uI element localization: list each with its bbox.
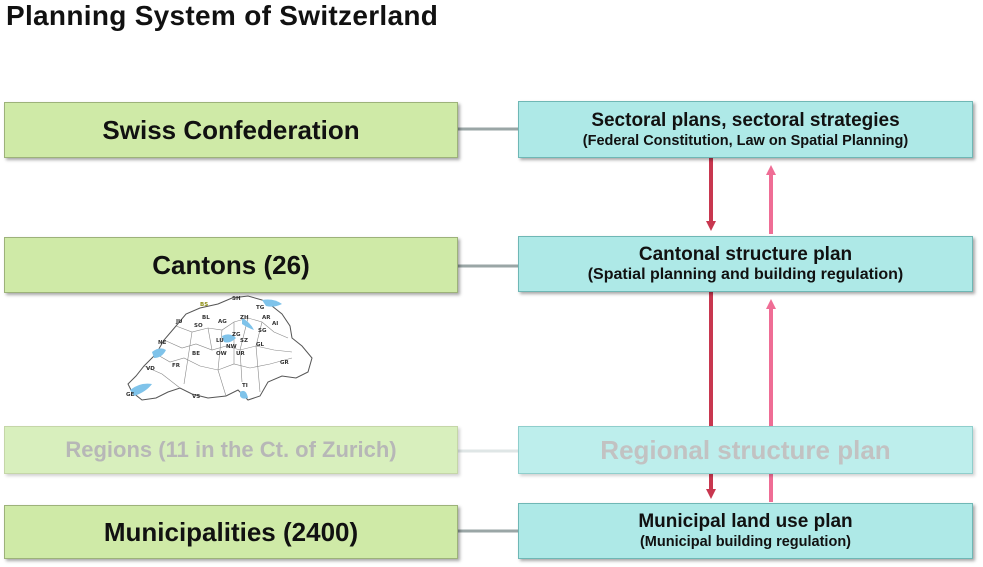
canton-label-bl: BL	[202, 315, 210, 321]
canton-label-ti: TI	[242, 383, 248, 389]
canton-label-ar: AR	[262, 315, 271, 321]
canton-label-nw: NW	[226, 344, 237, 350]
canton-label-sg: SG	[258, 328, 267, 334]
plan-regional-title: Regional structure plan	[600, 434, 891, 465]
canton-label-ju: JU	[175, 319, 183, 325]
level-cantons: Cantons (26)	[4, 237, 458, 293]
lake-neuchatel	[152, 348, 166, 358]
canton-label-ow: OW	[216, 351, 227, 357]
canton-label-lu: LU	[216, 338, 224, 344]
level-confederation: Swiss Confederation	[4, 102, 458, 158]
canton-label-ur: UR	[236, 351, 245, 357]
canton-label-ai: AI	[272, 321, 278, 327]
canton-label-gr: GR	[280, 360, 290, 366]
level-municipalities: Municipalities (2400)	[4, 505, 458, 559]
canton-label-sh: SH	[232, 296, 241, 302]
plan-sectoral-basis: (Federal Constitution, Law on Spatial Pl…	[582, 132, 909, 149]
canton-label-vd: VD	[146, 366, 155, 372]
page-title: Planning System of Switzerland	[6, 0, 439, 31]
canton-label-ne: NE	[158, 340, 167, 346]
canton-label-vs: VS	[192, 394, 200, 400]
plan-municipal-title: Municipal land use plan	[638, 511, 853, 532]
level-confederation-label: Swiss Confederation	[102, 114, 360, 145]
lake-maggiore	[240, 390, 248, 399]
lake-zurich	[242, 318, 254, 330]
level-regions: Regions (11 in the Ct. of Zurich)	[4, 426, 458, 474]
canton-label-gl: GL	[256, 342, 265, 348]
canton-label-ge: GE	[126, 392, 135, 398]
level-municipalities-label: Municipalities (2400)	[103, 516, 359, 547]
canton-label-ag: AG	[218, 319, 227, 325]
plan-municipal-basis: (Municipal building regulation)	[639, 534, 852, 550]
plan-cantonal-title: Cantonal structure plan	[638, 244, 853, 265]
lake-geneva	[130, 383, 152, 396]
lake-lucerne	[222, 334, 236, 343]
plan-municipal: Municipal land use plan (Municipal build…	[518, 503, 973, 559]
switzerland-canton-map: BS SH TG BL JU AG ZH AR AI SO SG NE LU Z…	[126, 295, 313, 401]
canton-label-bs: BS	[200, 302, 208, 308]
plan-cantonal: Cantonal structure plan (Spatial plannin…	[518, 236, 973, 292]
canton-label-zg: ZG	[232, 332, 241, 338]
canton-label-so: SO	[194, 323, 203, 329]
level-regions-label: Regions (11 in the Ct. of Zurich)	[65, 437, 397, 462]
canton-label-zh: ZH	[240, 315, 249, 321]
lake-constance	[262, 299, 282, 307]
plan-regional: Regional structure plan	[518, 426, 973, 474]
canton-label-sz: SZ	[240, 338, 248, 344]
level-cantons-label: Cantons (26)	[152, 249, 310, 280]
canton-label-fr: FR	[172, 363, 181, 369]
plan-cantonal-basis: (Spatial planning and building regulatio…	[587, 266, 904, 283]
canton-label-be: BE	[192, 351, 200, 357]
plan-sectoral-title: Sectoral plans, sectoral strategies	[591, 109, 900, 131]
canton-label-tg: TG	[256, 305, 265, 311]
plan-sectoral: Sectoral plans, sectoral strategies (Fed…	[518, 101, 973, 158]
